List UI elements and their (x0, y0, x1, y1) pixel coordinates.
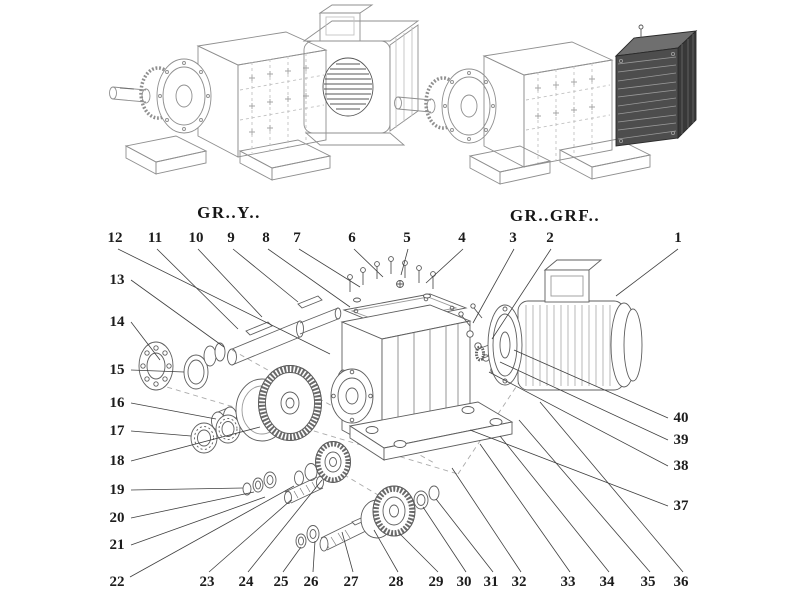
callout-part-16: 16 (109, 395, 125, 411)
shaft-key (245, 321, 273, 336)
callout-part-23: 23 (199, 574, 215, 590)
callout-part-14: 14 (109, 314, 125, 330)
shaft-key-2 (297, 295, 323, 309)
variant-label-gr-y: GR..Y.. (197, 203, 261, 222)
callout-part-1: 1 (674, 230, 682, 246)
output-shaft-assembly (203, 295, 342, 367)
callout-part-13: 13 (109, 272, 125, 288)
pinion-shaft (284, 476, 324, 504)
callout-part-35: 35 (640, 574, 656, 590)
callout-part-28: 28 (388, 574, 404, 590)
washers-and-rings (242, 471, 277, 496)
motor (475, 259, 643, 391)
callout-part-40: 40 (673, 410, 689, 426)
callout-part-19: 19 (109, 482, 125, 498)
callout-part-7: 7 (293, 230, 301, 246)
callout-part-9: 9 (227, 230, 235, 246)
callout-part-39: 39 (673, 432, 689, 448)
output-gear (235, 365, 322, 442)
callout-part-26: 26 (303, 574, 319, 590)
variant-label-gr-grf: GR..GRF.. (509, 206, 601, 225)
callout-part-30: 30 (456, 574, 472, 590)
callout-part-15: 15 (109, 362, 125, 378)
callout-part-25: 25 (273, 574, 289, 590)
callout-part-29: 29 (428, 574, 444, 590)
callout-part-37: 37 (673, 498, 689, 514)
callout-part-24: 24 (238, 574, 254, 590)
intermediate-gear (294, 441, 351, 486)
callout-part-8: 8 (262, 230, 270, 246)
oil-seal-ring (183, 354, 209, 390)
callout-part-17: 17 (109, 423, 125, 439)
callout-part-4: 4 (458, 230, 466, 246)
callout-part-21: 21 (109, 537, 125, 553)
callout-part-18: 18 (109, 453, 125, 469)
callout-part-33: 33 (560, 574, 576, 590)
callout-part-32: 32 (511, 574, 527, 590)
callout-part-6: 6 (348, 230, 356, 246)
callout-part-34: 34 (599, 574, 615, 590)
callout-part-2: 2 (546, 230, 554, 246)
callout-part-22: 22 (109, 574, 125, 590)
callout-part-38: 38 (673, 458, 689, 474)
callout-part-36: 36 (673, 574, 689, 590)
intermediate-bearings (190, 414, 241, 454)
machine-gr-y-drawing (109, 4, 420, 181)
callout-part-5: 5 (403, 230, 411, 246)
callout-part-3: 3 (509, 230, 517, 246)
callout-leader-lines (117, 248, 684, 578)
output-bearing (138, 341, 174, 391)
callout-part-31: 31 (483, 574, 499, 590)
bearing-flange (330, 368, 374, 424)
callout-part-27: 27 (343, 574, 359, 590)
machine-gr-grf-drawing (394, 24, 698, 185)
exploded-view-drawing (138, 256, 643, 552)
callout-part-12: 12 (107, 230, 123, 246)
cover-bolts (347, 256, 436, 303)
input-pinion-assembly (295, 485, 440, 552)
callout-part-10: 10 (188, 230, 204, 246)
callout-part-11: 11 (147, 230, 163, 246)
dark-cover (614, 24, 698, 147)
callout-part-20: 20 (109, 510, 125, 526)
